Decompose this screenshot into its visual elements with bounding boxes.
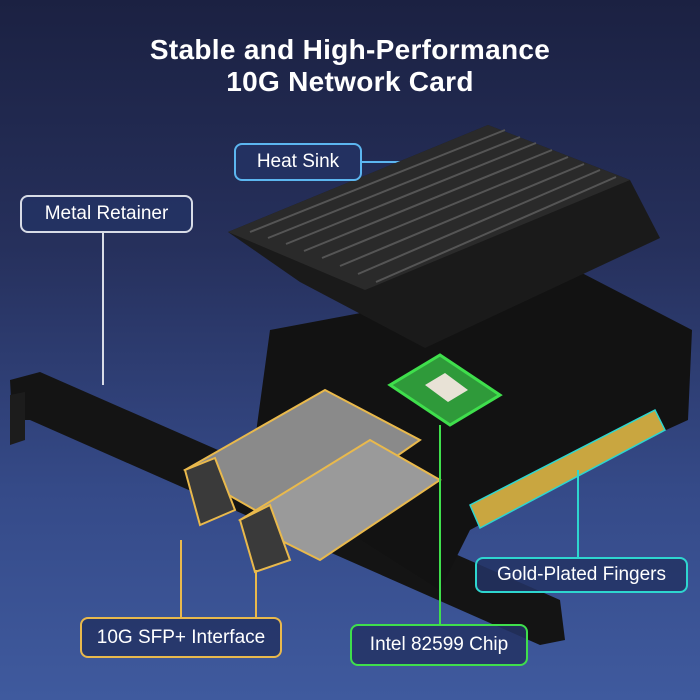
headline-line-1: Stable and High-Performance: [149, 34, 551, 65]
intel-chip-label: Intel 82599 Chip: [350, 624, 528, 666]
sfp-interface-label: 10G SFP+ Interface: [80, 617, 282, 658]
gold-fingers-label: Gold-Plated Fingers: [475, 557, 688, 593]
metal-retainer-label: Metal Retainer: [20, 195, 193, 233]
heat-sink-label: Heat Sink: [234, 143, 362, 181]
gold-fingers: [469, 408, 666, 530]
headline-line-2: 10G Network Card: [226, 66, 474, 97]
